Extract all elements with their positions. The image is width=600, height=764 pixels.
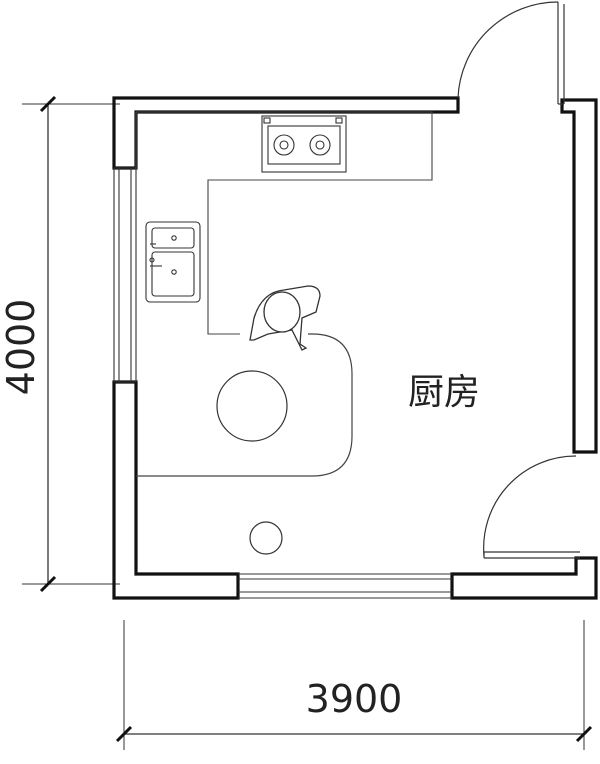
height-dimension xyxy=(22,95,120,593)
walls xyxy=(112,96,598,600)
room-label: 厨房 xyxy=(408,372,480,413)
round-table-icon xyxy=(216,370,288,442)
wall-right xyxy=(560,98,598,454)
person-icon xyxy=(249,285,321,351)
wall-left-lower xyxy=(112,380,240,600)
stove-icon xyxy=(261,115,347,173)
stool-icon xyxy=(249,521,283,555)
wall-bottom-right xyxy=(450,556,598,600)
window-bottom xyxy=(238,573,452,599)
width-dimension xyxy=(115,620,593,750)
width-dimension-label: 3900 xyxy=(306,677,403,721)
wall-top-left xyxy=(112,96,460,170)
counter xyxy=(135,111,433,335)
sink-icon xyxy=(145,221,201,303)
door-top-right xyxy=(457,1,565,105)
kitchen-island xyxy=(136,333,353,477)
height-dimension-label: 4000 xyxy=(0,299,43,396)
door-bottom-right xyxy=(483,455,580,559)
window-left xyxy=(113,167,137,383)
